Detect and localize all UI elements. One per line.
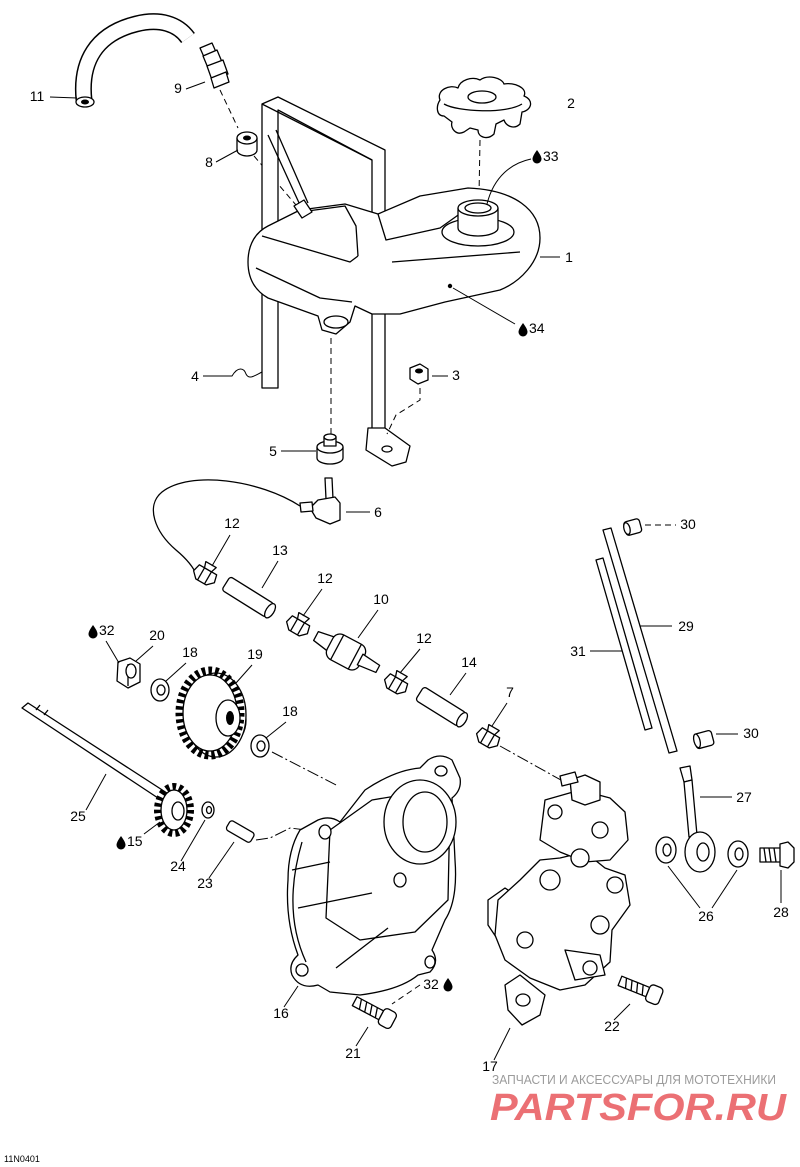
part-7-clamp — [475, 723, 501, 749]
callout-23: 23 — [197, 875, 213, 891]
callout-9: 9 — [174, 80, 182, 96]
callout-2: 2 — [567, 95, 575, 111]
callout-16: 16 — [273, 1005, 289, 1021]
oil-line-hose — [152, 479, 301, 577]
callout-20: 20 — [149, 627, 165, 643]
part-30-cap — [692, 729, 715, 750]
callout-4: 4 — [191, 368, 199, 384]
part-20-nut — [116, 657, 141, 689]
callout-21: 21 — [345, 1045, 361, 1061]
callout-7: 7 — [506, 684, 514, 700]
callout-33: 33 — [543, 148, 559, 164]
assembly-line-3-bracket — [386, 388, 421, 435]
part-10-oil-filter — [312, 630, 381, 674]
part-14-tube — [415, 686, 469, 728]
part-25-pump-shaft — [21, 702, 171, 803]
callout-11: 11 — [30, 88, 45, 104]
part-26-sealing-washer — [655, 836, 677, 864]
callout-18: 18 — [282, 703, 298, 719]
callout-30: 30 — [743, 725, 759, 741]
part-4-tank-bracket — [261, 96, 411, 467]
callout-28: 28 — [773, 904, 789, 920]
part-31-rod — [595, 557, 653, 731]
callout-25: 25 — [70, 808, 86, 824]
oil-drop-icon — [443, 978, 453, 992]
part-19-drive-gear — [175, 666, 247, 760]
part-12-clamp — [285, 611, 311, 637]
part-29-rod — [602, 527, 678, 754]
part-28-banjo-bolt — [759, 841, 795, 869]
assembly-line-9-8 — [219, 89, 239, 129]
assembly-line-cap-tank — [478, 139, 481, 197]
part-18-washer — [250, 734, 270, 758]
callout-29: 29 — [678, 618, 694, 634]
callout-32: 32 — [99, 622, 115, 638]
part-3-nut — [409, 363, 429, 385]
part-27-banjo-fitting — [679, 765, 716, 873]
callout-12: 12 — [224, 515, 240, 531]
part-9-hose-fitting — [199, 42, 230, 89]
diagram-code: 11N0401 — [4, 1154, 40, 1164]
callout-1: 1 — [565, 249, 573, 265]
callout-labels: 11 9 8 2 33 1 34 4 3 5 6 12 13 12 10 12 … — [30, 80, 789, 1074]
callout-24: 24 — [170, 858, 186, 874]
part-5-grommet — [316, 433, 344, 465]
callout-19: 19 — [247, 646, 263, 662]
part-26-sealing-washer — [727, 840, 749, 868]
oil-drop-icon — [518, 323, 528, 337]
callout-27: 27 — [736, 789, 752, 805]
part-6-elbow-fitting — [299, 477, 341, 525]
assembly-line-32-screw — [391, 984, 421, 1005]
oil-drop-icon — [88, 625, 98, 639]
callout-13: 13 — [272, 542, 288, 558]
callout-32: 32 — [423, 976, 439, 992]
callout-6: 6 — [374, 504, 382, 520]
part-8-grommet — [236, 131, 258, 157]
assembly-line-7-pump — [499, 745, 569, 785]
callout-22: 22 — [604, 1018, 620, 1034]
oil-drop-icon — [532, 150, 542, 164]
part-1-oil-tank — [247, 187, 541, 335]
callout-26: 26 — [698, 908, 714, 924]
callout-leaders — [49, 81, 782, 1061]
callout-14: 14 — [461, 654, 477, 670]
part-30-cap — [623, 518, 643, 536]
callout-5: 5 — [269, 443, 277, 459]
oil-drop-icon — [116, 836, 126, 850]
part-16-pump-cover — [286, 755, 461, 996]
callout-34: 34 — [529, 320, 545, 336]
callout-10: 10 — [373, 591, 389, 607]
part-18-washer — [150, 678, 170, 702]
callout-12: 12 — [317, 570, 333, 586]
part-15-pinion-gear — [154, 783, 194, 837]
part-12-clamp — [383, 669, 409, 695]
part-21-screw — [351, 996, 398, 1030]
callout-12: 12 — [416, 630, 432, 646]
part-22-screw — [617, 975, 664, 1006]
part-12-clamp — [192, 560, 218, 586]
assembly-line-pin-cover — [255, 827, 307, 841]
part-13-tube — [222, 576, 277, 619]
part-2-tank-cap — [436, 76, 532, 139]
callout-3: 3 — [452, 367, 460, 383]
callout-18: 18 — [182, 644, 198, 660]
watermark-caption: ЗАПЧАСТИ И АКСЕССУАРЫ ДЛЯ МОТОТЕХНИКИ — [492, 1073, 776, 1087]
part-11-vent-hose — [74, 13, 195, 108]
part-17-oil-pump — [487, 771, 631, 1026]
part-23-pin — [225, 820, 255, 843]
assembly-line-gear-cover — [271, 751, 339, 787]
callout-15: 15 — [127, 833, 143, 849]
callout-8: 8 — [205, 154, 213, 170]
callout-17: 17 — [482, 1058, 498, 1074]
watermark-logo: PARTSFOR.RU — [490, 1087, 788, 1129]
callout-30: 30 — [680, 516, 696, 532]
callout-31: 31 — [570, 643, 586, 659]
part-24-washer — [201, 801, 215, 819]
